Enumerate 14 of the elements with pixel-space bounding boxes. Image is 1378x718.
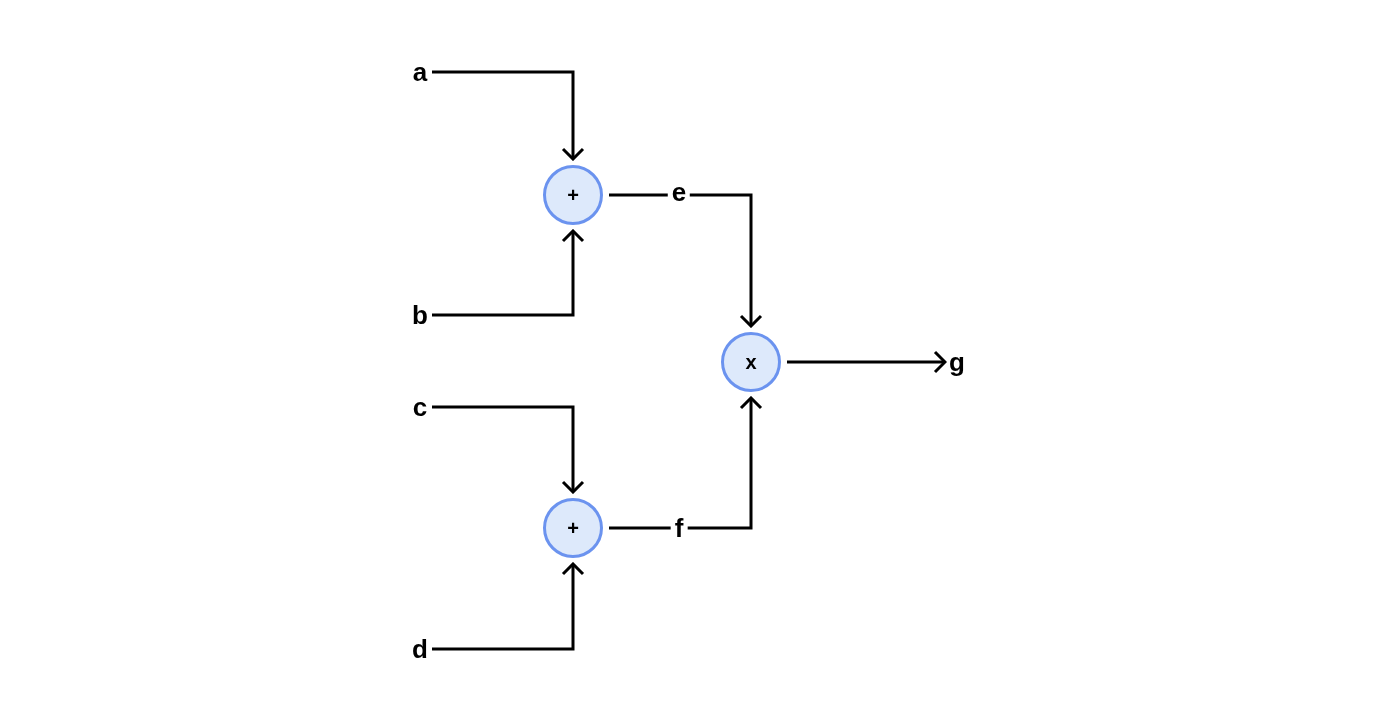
arrow	[609, 396, 763, 530]
variable-label: b	[408, 299, 432, 331]
operator-circle: x	[721, 332, 781, 392]
variable-label: d	[408, 633, 432, 665]
operator-circle: +	[543, 498, 603, 558]
arrow	[432, 229, 585, 317]
arrow	[432, 562, 585, 651]
variable-label: c	[408, 391, 432, 423]
operator-circle: +	[543, 165, 603, 225]
variable-label: g	[945, 346, 969, 378]
arrow	[432, 405, 585, 494]
arrow	[432, 70, 585, 161]
arrow	[787, 350, 947, 374]
variable-label: a	[408, 56, 432, 88]
